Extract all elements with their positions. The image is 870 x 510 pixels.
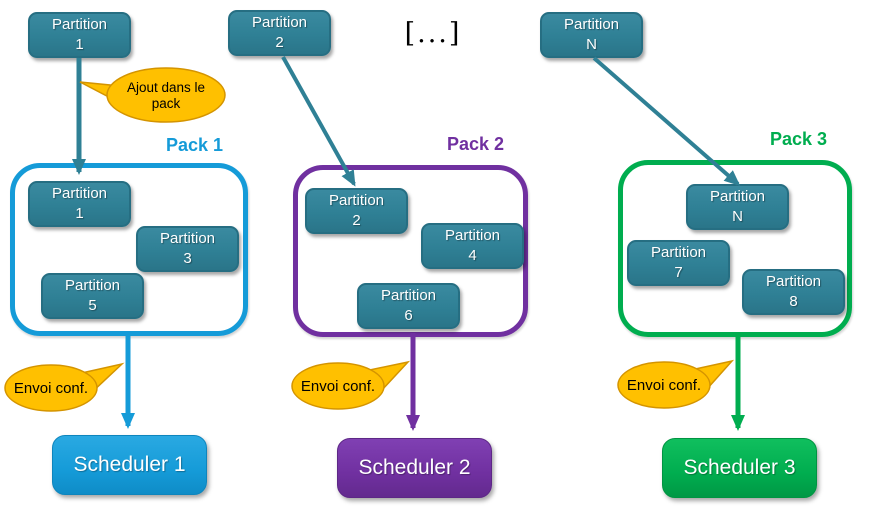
partition-id: 1 [75, 36, 84, 53]
pack-2-label: Pack 2 [447, 134, 505, 154]
pack1-partition-1-box: Partition 1 [28, 181, 131, 227]
callout-envoi-2-text: Envoi conf. [300, 378, 376, 395]
partition-word: Partition [328, 192, 385, 209]
pack3-partition-n-box: Partition N [686, 184, 789, 230]
scheduler-label: Scheduler 1 [73, 453, 186, 476]
partition-id: 3 [183, 250, 192, 267]
partition-id: N [732, 208, 743, 225]
partition-id: 5 [88, 297, 97, 314]
partition-word: Partition [159, 230, 216, 247]
partition-word: Partition [251, 14, 308, 31]
partition-word: Partition [563, 16, 620, 33]
partition-word: Partition [444, 227, 501, 244]
partition-id: 2 [275, 34, 284, 51]
pack-1-label: Pack 1 [166, 135, 224, 155]
partition-id: 6 [404, 307, 413, 324]
partition-id: 2 [352, 212, 361, 229]
partition-n-source-box: Partition N [540, 12, 643, 58]
scheduler-label: Scheduler 3 [683, 456, 796, 479]
scheduler-3-box: Scheduler 3 [662, 438, 817, 498]
partition-word: Partition [64, 277, 121, 294]
scheduler-1-box: Scheduler 1 [52, 435, 207, 495]
partition-id: 7 [674, 264, 683, 281]
partition-word: Partition [51, 16, 108, 33]
partition-word: Partition [765, 273, 822, 290]
pack2-partition-4-box: Partition 4 [421, 223, 524, 269]
partition-1-source-box: Partition 1 [28, 12, 131, 58]
partition-id: N [586, 36, 597, 53]
partition-word: Partition [709, 188, 766, 205]
scheduler-label: Scheduler 2 [358, 456, 471, 479]
pack-3-label: Pack 3 [770, 129, 828, 149]
partition-id: 1 [75, 205, 84, 222]
pack1-partition-3-box: Partition 3 [136, 226, 239, 272]
pack3-partition-8-box: Partition 8 [742, 269, 845, 315]
scheduler-2-box: Scheduler 2 [337, 438, 492, 498]
partition-id: 4 [468, 247, 477, 264]
partition-word: Partition [650, 244, 707, 261]
callout-envoi-3-text: Envoi conf. [626, 377, 702, 394]
callout-ajout-text: Ajout dans le pack [126, 80, 206, 111]
partition-word: Partition [380, 287, 437, 304]
pack1-partition-5-box: Partition 5 [41, 273, 144, 319]
ellipsis-text: [...] [404, 18, 462, 49]
pack2-partition-6-box: Partition 6 [357, 283, 460, 329]
partition-word: Partition [51, 185, 108, 202]
pack3-partition-7-box: Partition 7 [627, 240, 730, 286]
partition-id: 8 [789, 293, 798, 310]
callout-envoi-1-text: Envoi conf. [13, 380, 89, 397]
partition-2-source-box: Partition 2 [228, 10, 331, 56]
pack2-partition-2-box: Partition 2 [305, 188, 408, 234]
